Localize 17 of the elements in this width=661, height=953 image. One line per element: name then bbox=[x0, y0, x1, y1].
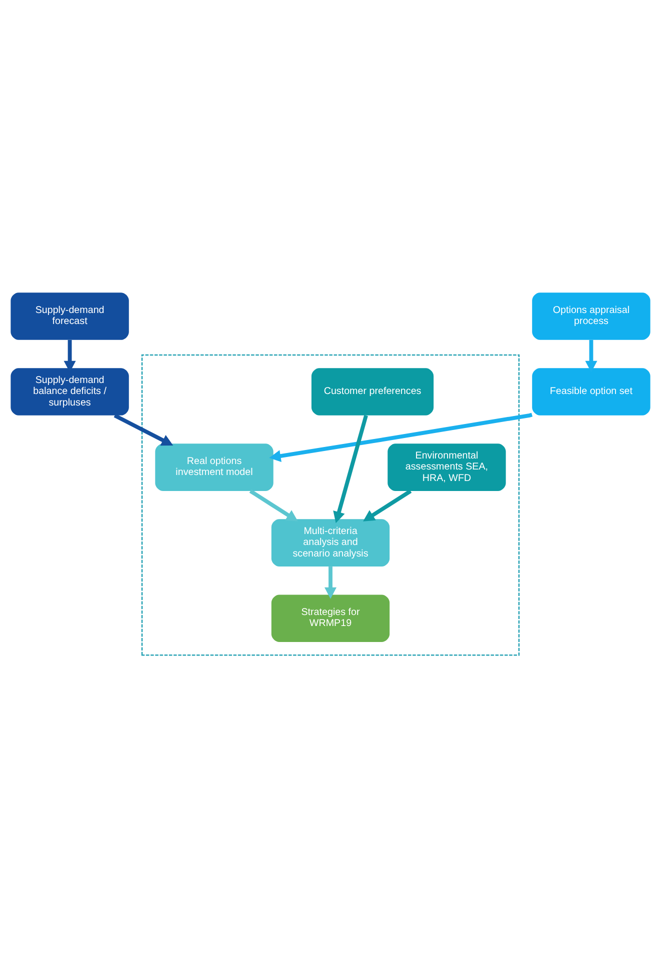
node-box: Multi-criteria analysis and scenario analysis bbox=[271, 519, 390, 566]
node-box: Real options investment model bbox=[155, 444, 274, 491]
arrow bbox=[269, 412, 532, 462]
cluster bbox=[141, 354, 520, 656]
node-box: Customer preferences bbox=[311, 368, 434, 416]
node-box: Environmental assessments SEA, HRA, WFD bbox=[388, 444, 506, 491]
arrow bbox=[324, 566, 337, 599]
node-box: Feasible option set bbox=[532, 368, 650, 416]
arrow bbox=[585, 340, 598, 372]
node-box: Supply-demand forecast bbox=[10, 292, 129, 340]
node-box: Supply-demand balance deficits / surpluses bbox=[10, 368, 129, 416]
arrow bbox=[114, 414, 174, 446]
node-box: Options appraisal process bbox=[532, 292, 650, 340]
arrow bbox=[363, 489, 412, 522]
node-box: Strategies for WRMP19 bbox=[271, 594, 390, 642]
arrow bbox=[249, 489, 298, 522]
arrow bbox=[333, 414, 368, 524]
